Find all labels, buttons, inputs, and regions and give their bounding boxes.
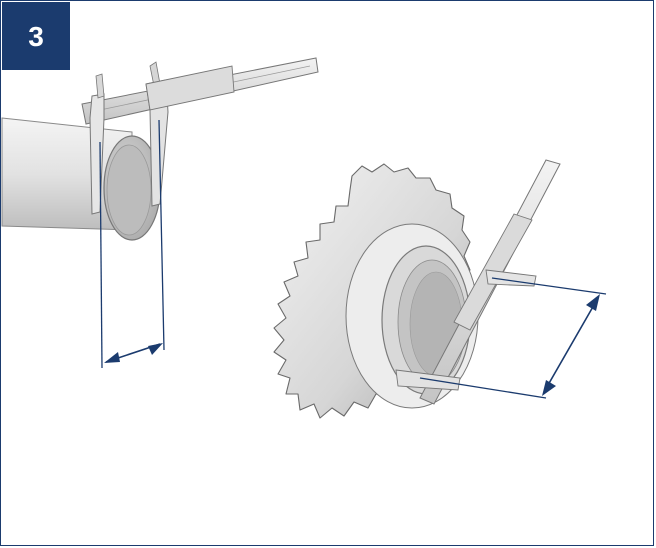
step-number-badge: 3 [2, 2, 70, 70]
caliper-right-icon [395, 159, 561, 405]
dimension-arrow-right-icon [419, 277, 607, 399]
caliper-shaft-group [1, 57, 319, 369]
gear-group [273, 159, 607, 419]
dimension-arrow-left-icon [99, 119, 165, 369]
caliper-left-icon [81, 57, 319, 215]
shaft-icon [1, 117, 161, 241]
